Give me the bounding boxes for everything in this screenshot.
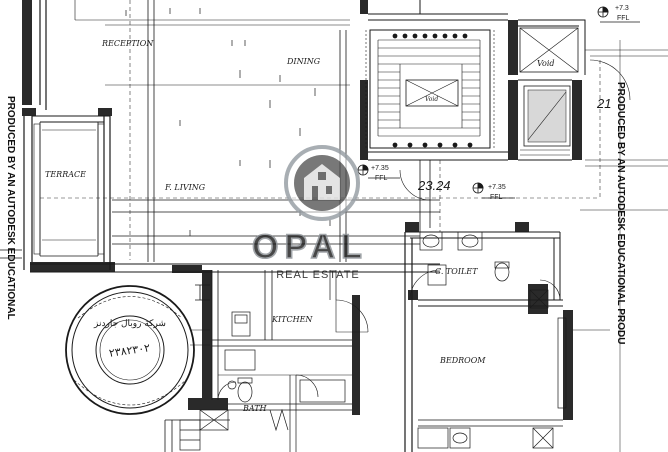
level-marker-right (472, 182, 515, 199)
room-label-reception: RECEPTION (101, 39, 154, 48)
fixtures (179, 231, 567, 451)
room-label-void-shaft: Void (537, 59, 555, 68)
dimension-main: 23.24 (417, 178, 451, 193)
watermark-brand: OPAL (252, 228, 368, 266)
seal-number: ٢٣٨٢٣٠٢ (108, 341, 151, 360)
level-mid: +7.35 (371, 165, 389, 172)
room-label-terrace: TERRACE (45, 170, 86, 179)
dimension-ticks (125, 8, 331, 236)
level-top-right-unit: FFL (617, 15, 630, 22)
dimension-right: 21 (596, 96, 611, 111)
side-text-right: PRODUCED BY AN AUTODESK EDUCATIONAL PROD… (615, 82, 626, 344)
level-top-right: +7.3 (615, 5, 629, 12)
staircase (365, 29, 495, 150)
level-marker-mid (357, 164, 400, 179)
void-shaft (519, 27, 579, 156)
room-label-kitchen: KITCHEN (271, 315, 313, 324)
room-label-bedroom: BEDROOM (439, 356, 486, 365)
level-right-unit: FFL (490, 194, 503, 201)
door-swings (217, 59, 631, 401)
company-seal (65, 285, 195, 415)
room-label-toilet: C. TOILET (435, 267, 478, 276)
room-label-bath: BATH (242, 404, 268, 413)
watermark-tagline: REAL ESTATE (276, 269, 360, 281)
opal-logo (284, 145, 360, 221)
level-markers (357, 6, 640, 199)
level-mid-unit: FFL (375, 175, 388, 182)
room-label-dining: DINING (286, 57, 321, 66)
room-label-void-stair: Void (425, 96, 438, 103)
room-label-living: F. LIVING (164, 183, 206, 192)
terrace-glazing (33, 123, 105, 255)
level-marker-top-right (597, 6, 640, 23)
side-text-left: PRODUCED BY AN AUTODESK EDUCATIONAL (5, 96, 16, 320)
level-right: +7.35 (488, 184, 506, 191)
seal-text: شركة روبال جاردنز (93, 319, 166, 329)
